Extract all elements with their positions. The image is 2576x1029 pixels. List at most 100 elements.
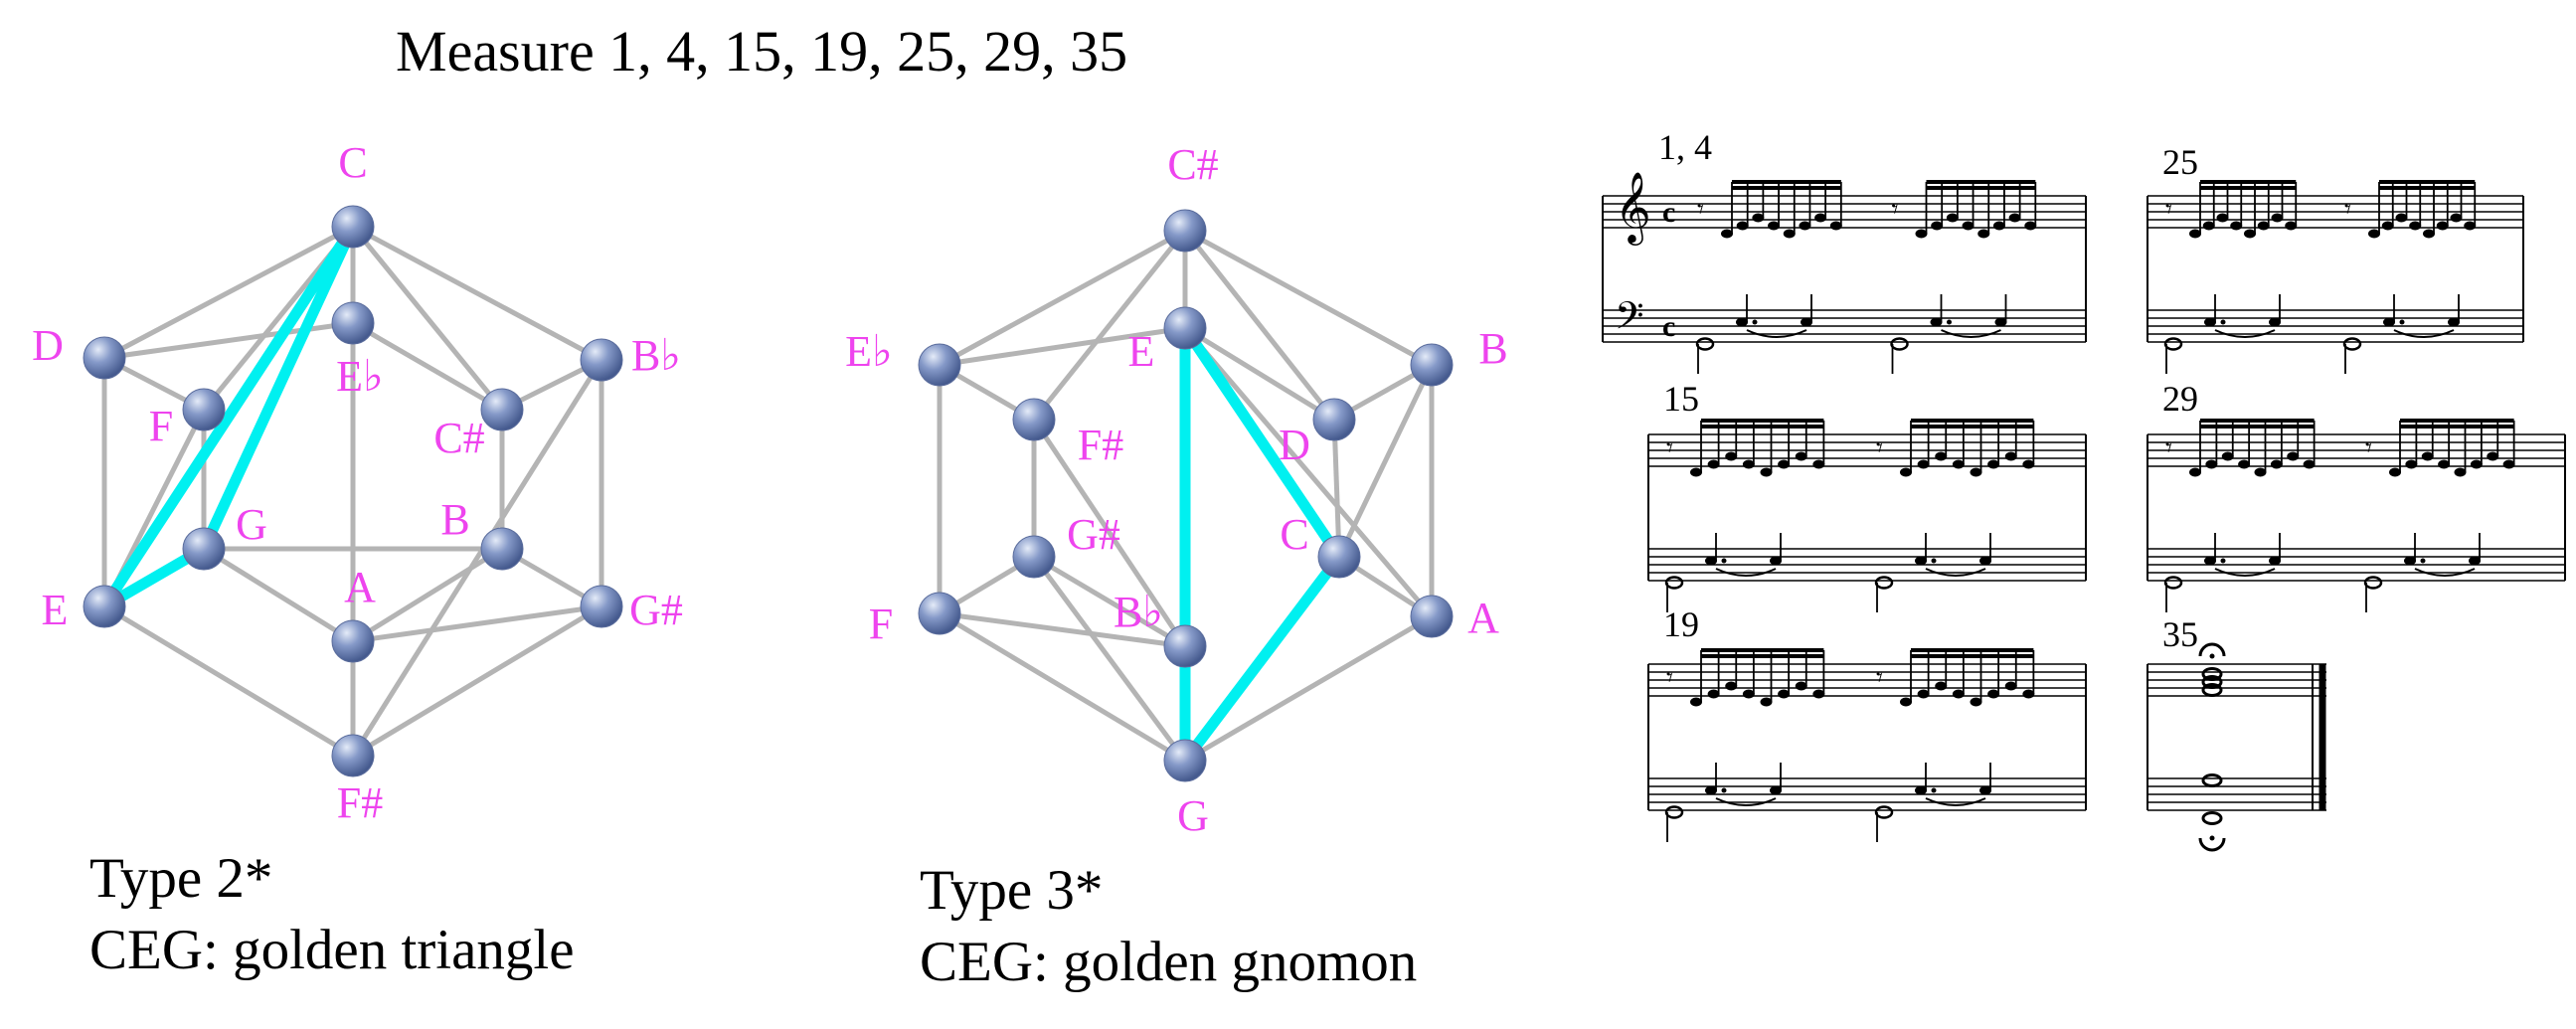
tie bbox=[1925, 797, 1986, 806]
tie bbox=[2393, 329, 2455, 338]
augmentation-dot bbox=[2420, 558, 2426, 564]
vertex-b bbox=[1410, 343, 1454, 387]
edge-c-d bbox=[102, 224, 355, 361]
edge-a-g-sharp bbox=[352, 603, 602, 644]
quarter-note bbox=[2469, 556, 2481, 566]
vertex-c bbox=[1317, 535, 1361, 579]
augmentation-dot bbox=[1931, 558, 1937, 564]
dotted-eighth-note bbox=[2204, 317, 2216, 327]
sixteenth-note bbox=[1931, 221, 1944, 231]
augmentation-dot bbox=[1931, 787, 1937, 793]
dotted-eighth-note bbox=[1705, 556, 1717, 566]
treble-clef: 𝄞 bbox=[1615, 170, 1651, 246]
sixteenth-note bbox=[2285, 221, 2298, 231]
sixteenth-note bbox=[2470, 459, 2483, 469]
edge-g-a bbox=[1183, 613, 1434, 764]
edge-c-sharp-d bbox=[1183, 229, 1336, 422]
sixteenth-note bbox=[2395, 213, 2408, 223]
dotted-eighth-note bbox=[2204, 556, 2216, 566]
sixteenth-note bbox=[2436, 221, 2449, 231]
label-e-flat: E♭ bbox=[336, 352, 384, 401]
sixteenth-note bbox=[2368, 229, 2380, 239]
edge-e-flat-e bbox=[939, 325, 1186, 368]
sixteenth-note bbox=[2303, 459, 2316, 469]
sixteenth-note bbox=[2287, 451, 2300, 461]
measure-panel: 19𝄾𝄾 bbox=[1647, 604, 2087, 842]
vertex-f bbox=[918, 592, 961, 635]
sixteenth-note bbox=[2221, 451, 2234, 461]
whole-note bbox=[2201, 811, 2223, 825]
half-note bbox=[1695, 337, 1715, 351]
fermata-dot bbox=[2209, 835, 2215, 841]
sixteenth-note bbox=[2405, 459, 2418, 469]
vertex-d bbox=[1312, 398, 1356, 441]
half-note bbox=[2342, 337, 2362, 351]
sixteenth-note bbox=[1778, 459, 1791, 469]
sixteenth-note bbox=[1915, 229, 1928, 239]
vertex-g bbox=[1163, 739, 1207, 782]
sixteenth-note bbox=[2381, 221, 2394, 231]
dotted-eighth-note bbox=[2404, 556, 2416, 566]
dotted-eighth-note bbox=[2383, 317, 2395, 327]
sixteenth-note bbox=[1992, 221, 2005, 231]
sixteenth-note bbox=[2244, 229, 2256, 239]
fermata-dot bbox=[2209, 653, 2215, 659]
tie bbox=[1925, 568, 1986, 577]
edge-g-sharp-f-sharp bbox=[351, 603, 603, 759]
whole-note bbox=[2201, 773, 2223, 787]
highlight-edge-c-e bbox=[98, 221, 359, 612]
label-d: D bbox=[1279, 421, 1310, 469]
vertex-b-flat bbox=[1163, 624, 1207, 668]
sixteenth-note bbox=[1721, 229, 1733, 239]
measure-panel: 1, 4𝄞𝄢cc𝄾𝄾 bbox=[1602, 127, 2087, 374]
edge-g-a bbox=[202, 546, 355, 644]
sixteenth-note bbox=[2487, 451, 2499, 461]
vertex-a bbox=[331, 619, 375, 663]
sixteenth-note bbox=[1725, 451, 1738, 461]
highlight-edge-e-c bbox=[1179, 322, 1345, 563]
sixteenth-note bbox=[1812, 459, 1825, 469]
sixteenth-note bbox=[1760, 697, 1773, 707]
vertex-b-flat bbox=[580, 338, 623, 382]
fermata bbox=[2198, 837, 2226, 852]
label-b: B bbox=[1478, 324, 1507, 373]
vertex-f-sharp bbox=[1012, 398, 1056, 441]
vertex-g bbox=[182, 527, 226, 571]
sixteenth-note bbox=[1725, 681, 1738, 691]
caption-type3-ceg: CEG: golden gnomon bbox=[920, 931, 1418, 993]
augmentation-dot bbox=[1752, 319, 1758, 325]
quarter-note bbox=[1770, 556, 1782, 566]
eighth-rest: 𝄾 bbox=[2165, 433, 2172, 462]
augmentation-dot bbox=[1947, 319, 1952, 325]
edge-g-sharp-b-flat bbox=[1032, 554, 1187, 649]
measure-panel: 29𝄾𝄾 bbox=[2147, 379, 2566, 612]
sixteenth-note bbox=[1760, 467, 1773, 477]
eighth-rest: 𝄾 bbox=[1876, 433, 1883, 462]
edge-b-a bbox=[351, 546, 504, 644]
half-note bbox=[2163, 337, 2183, 351]
sixteenth-note bbox=[2271, 213, 2284, 223]
whole-note bbox=[2201, 667, 2223, 681]
half-note bbox=[1664, 805, 1684, 819]
sixteenth-note bbox=[1977, 229, 1990, 239]
sixteenth-note bbox=[2189, 229, 2201, 239]
label-f-sharp: F# bbox=[337, 778, 383, 827]
sixteenth-note bbox=[1752, 213, 1765, 223]
eighth-rest: 𝄾 bbox=[2165, 195, 2172, 224]
label-c-sharp: C# bbox=[433, 414, 484, 462]
sixteenth-note bbox=[1707, 689, 1720, 699]
eighth-rest: 𝄾 bbox=[1697, 195, 1704, 224]
sixteenth-note bbox=[1768, 221, 1781, 231]
sixteenth-note bbox=[2230, 221, 2243, 231]
vertex-c-sharp bbox=[1163, 209, 1207, 253]
measure-panel: 35 bbox=[2147, 614, 2326, 852]
vertex-a bbox=[1410, 595, 1454, 638]
whole-note bbox=[2201, 683, 2223, 697]
augmentation-dot bbox=[2399, 319, 2405, 325]
measure-number: 25 bbox=[2162, 142, 2198, 182]
sixteenth-note bbox=[1799, 221, 1811, 231]
sixteenth-note bbox=[2409, 221, 2422, 231]
vertex-e-flat bbox=[918, 343, 961, 387]
